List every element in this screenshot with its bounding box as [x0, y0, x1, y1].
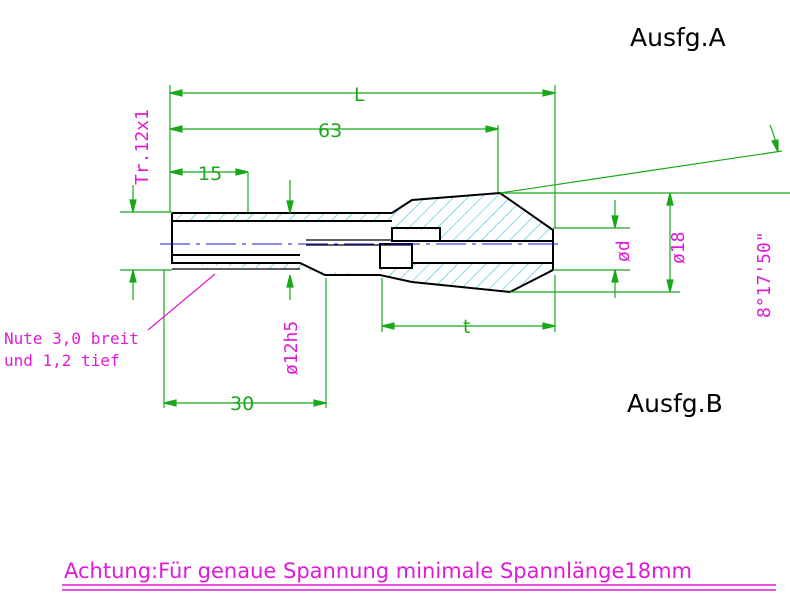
groove-leader — [147, 273, 216, 331]
note-groove-line1: Nute 3,0 breit — [4, 329, 139, 348]
lower-hatch — [172, 263, 553, 292]
dim-diameter-d: ød — [613, 240, 634, 262]
dim-length-30: 30 — [230, 393, 254, 415]
note-groove-line2: und 1,2 tief — [4, 351, 120, 370]
hatched-sections — [172, 193, 553, 292]
dim-diameter-18: ø18 — [668, 231, 689, 264]
dim-overall-length: L — [354, 84, 365, 106]
dimension-lines — [120, 85, 790, 408]
dim-length-15: 15 — [198, 163, 222, 185]
note-warning: Achtung:Für genaue Spannung minimale Spa… — [64, 559, 692, 583]
inner-step-upper — [391, 227, 441, 242]
inner-step-lower — [379, 243, 413, 269]
dim-diameter-12h5: ø12h5 — [281, 321, 302, 375]
label-variant-b: Ausfg.B — [627, 389, 723, 418]
dim-length-t: t — [463, 316, 470, 338]
label-variant-a: Ausfg.A — [630, 23, 726, 52]
dim-length-63: 63 — [318, 120, 342, 142]
dim-thread: Tr.12x1 — [132, 109, 153, 185]
upper-hatch — [172, 193, 553, 241]
dim-angle: 8°17'50" — [754, 231, 775, 318]
